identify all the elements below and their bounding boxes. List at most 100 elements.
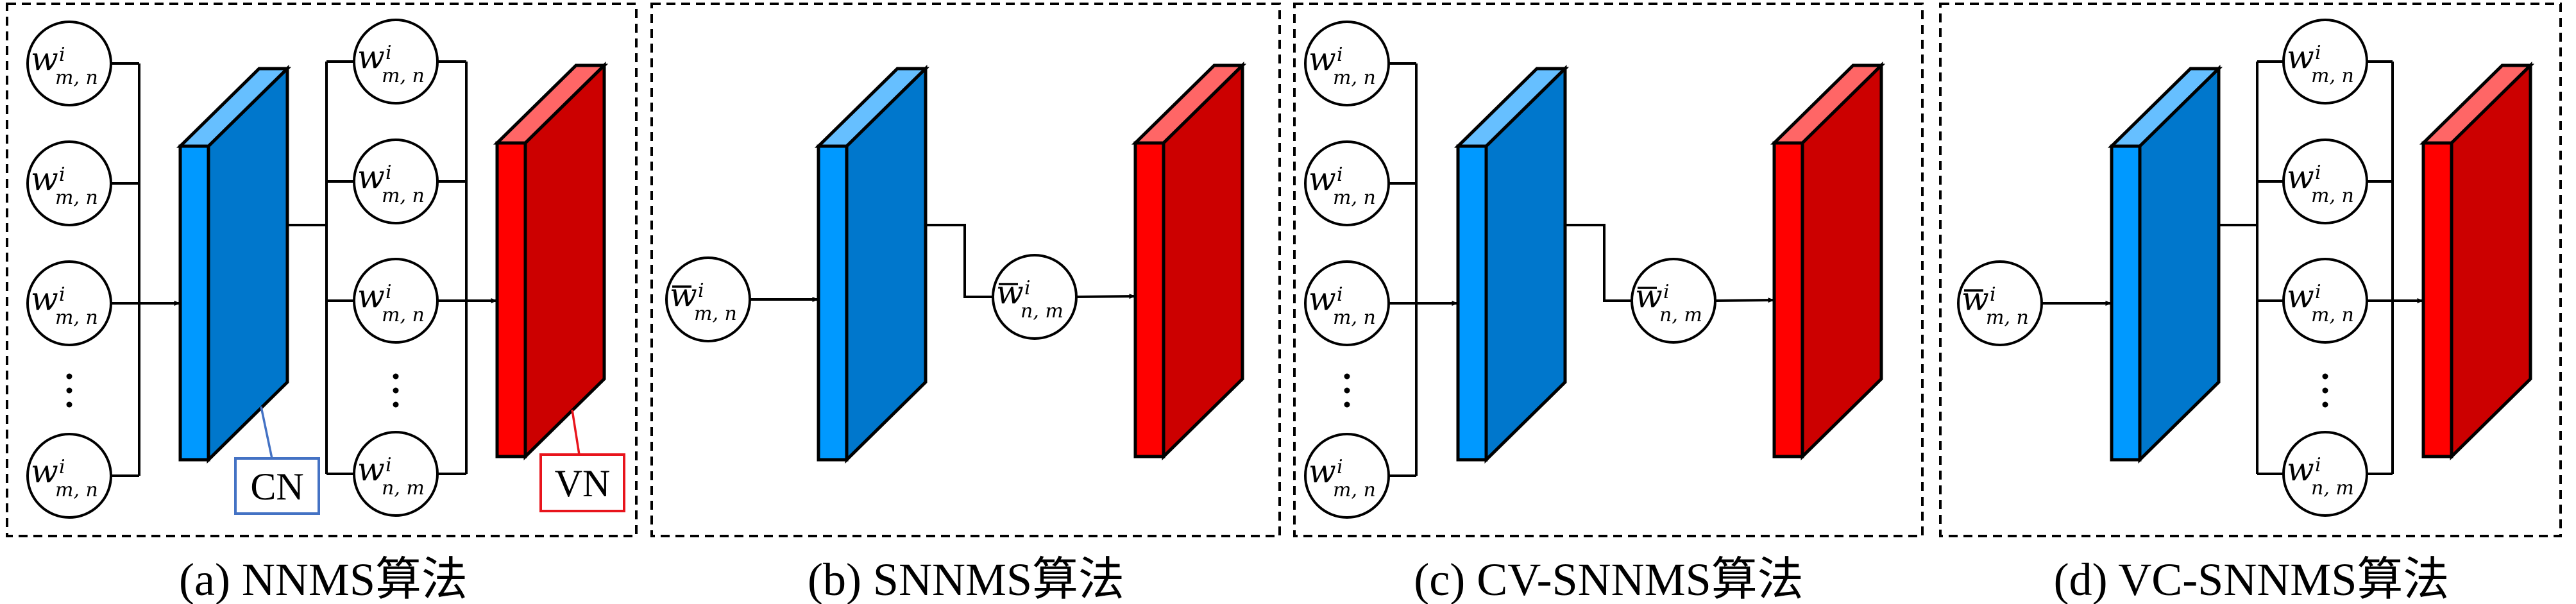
ellipsis-dot: [393, 387, 399, 394]
node-subscript: m, n: [2311, 65, 2354, 87]
node-symbol: w: [1309, 40, 1336, 78]
node-subscript: n, m: [382, 477, 425, 499]
block-front-face: [495, 141, 527, 458]
node-superscript: i: [59, 283, 65, 306]
block-front-face: [1456, 144, 1488, 462]
ellipsis-dot: [2322, 387, 2328, 394]
block-front-face: [1133, 141, 1165, 458]
node-symbol: w: [31, 280, 58, 317]
node-symbol: w: [2287, 278, 2314, 315]
node-superscript: i: [1337, 283, 1343, 306]
ellipsis-dots: [1344, 373, 1350, 408]
ellipsis-dot: [66, 387, 72, 394]
variable-node-layer: [493, 62, 609, 460]
node-symbol: w: [1962, 280, 1989, 317]
node-symbol: w: [357, 38, 385, 76]
ellipsis-dots: [393, 373, 399, 408]
node-superscript: i: [2315, 281, 2321, 303]
tag-leader-line: [260, 406, 273, 459]
node-superscript: i: [59, 456, 65, 478]
node-superscript: i: [386, 162, 392, 184]
arrow-to-vn: [1715, 298, 1775, 303]
node-superscript: i: [386, 42, 392, 64]
check-node-layer: [1453, 65, 1570, 464]
node-symbol: w: [31, 160, 58, 197]
block-front-face: [178, 144, 210, 462]
node-circle: [353, 138, 439, 224]
caption-panel-a: (a) NNMS算法: [179, 554, 468, 604]
node-symbol: w: [1635, 278, 1663, 315]
ellipsis-dots: [2322, 373, 2328, 408]
ellipsis-dot: [66, 401, 72, 408]
node-superscript: i: [1990, 283, 1996, 306]
node-superscript: i: [1337, 164, 1343, 186]
ellipsis-dot: [66, 373, 72, 380]
block-front-face: [2421, 141, 2453, 458]
ellipsis-dot: [393, 373, 399, 380]
ellipsis-dot: [2322, 401, 2328, 408]
node-subscript: n, m: [1659, 304, 1702, 326]
node-subscript: m, n: [2311, 185, 2354, 207]
variable-node-layer: [1131, 62, 1247, 460]
block-front-face: [1772, 141, 1804, 458]
node-symbol: w: [996, 274, 1024, 311]
tag-box: [539, 453, 625, 512]
panel-frame: [650, 3, 1281, 537]
node-circle: [353, 19, 439, 105]
node-subscript: n, m: [2311, 477, 2354, 499]
node-symbol: w: [2287, 38, 2314, 76]
node-symbol: w: [2287, 158, 2314, 196]
node-superscript: i: [1024, 277, 1031, 299]
node-symbol: w: [1309, 453, 1336, 490]
cn-output-wire: [926, 224, 993, 298]
node-subscript: m, n: [1333, 306, 1376, 329]
node-symbol: w: [1309, 280, 1336, 317]
node-subscript: m, n: [1986, 306, 2029, 329]
node-superscript: i: [2315, 454, 2321, 476]
node-symbol: w: [31, 453, 58, 490]
caption-panel-c: (c) CV-SNNMS算法: [1414, 554, 1803, 604]
tag-label: CN: [250, 466, 303, 508]
node-symbol: w: [31, 40, 58, 78]
ellipsis-dot: [1344, 387, 1350, 394]
ellipsis-dots: [66, 373, 72, 408]
tag-box: [234, 457, 320, 515]
cn-output-wire: [1565, 224, 1632, 302]
ellipsis-dot: [2322, 373, 2328, 380]
node-circle: [353, 431, 439, 517]
node-symbol: w: [357, 158, 385, 196]
node-subscript: m, n: [1333, 479, 1376, 501]
node-superscript: i: [2315, 42, 2321, 64]
variable-node-layer: [2419, 62, 2535, 460]
node-subscript: m, n: [382, 185, 425, 207]
ellipsis-dot: [1344, 373, 1350, 380]
node-subscript: m, n: [1333, 67, 1376, 89]
node-superscript: i: [386, 454, 392, 476]
block-front-face: [2110, 144, 2142, 462]
node-superscript: i: [1663, 281, 1670, 303]
node-symbol: w: [357, 451, 385, 488]
node-subscript: m, n: [382, 65, 425, 87]
